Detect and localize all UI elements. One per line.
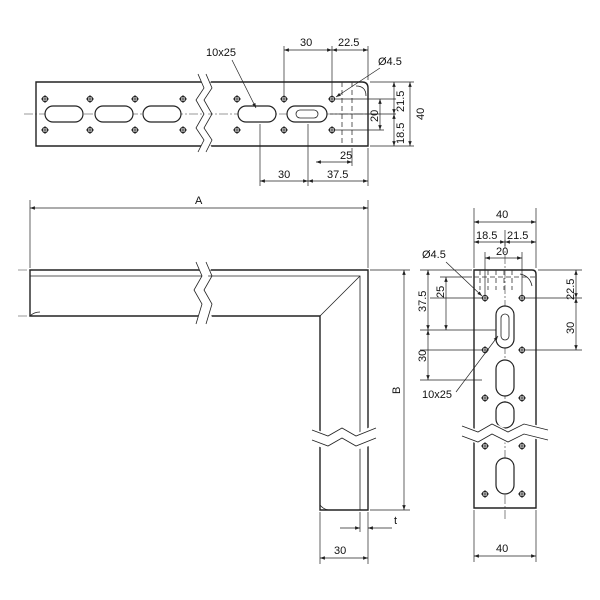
top-plate-outline — [35, 81, 369, 147]
side-dim-30-right-label: 30 — [565, 322, 577, 334]
slot — [94, 105, 134, 123]
top-dim-height-label: 40 — [415, 108, 427, 120]
side-view: 40 18.5 21.5 20 Ø4.5 25 37.5 30 22.5 — [417, 208, 582, 562]
top-dim-upper-label: 21.5 — [395, 91, 407, 112]
top-slot-label: 10x25 — [206, 47, 236, 59]
slot — [44, 105, 84, 123]
side-holes — [481, 294, 526, 498]
front-dim-height-label: B — [391, 387, 403, 394]
top-dim-offset-label: 25 — [340, 150, 352, 162]
side-dim-right-part-label: 21.5 — [507, 230, 528, 242]
side-hole-label: Ø4.5 — [422, 249, 446, 261]
top-dim-bottom-pitch-label: 30 — [278, 169, 290, 181]
slot — [495, 305, 515, 349]
slot — [495, 457, 515, 495]
front-bracket-outline — [29, 269, 369, 511]
side-slot-label: 10x25 — [422, 389, 452, 401]
front-view: A B 30 t — [18, 195, 410, 564]
top-view: 30 22.5 10x25 Ø4.5 40 21.5 18.5 20 25 30 — [24, 37, 427, 186]
side-dim-37-5-label: 37.5 — [417, 291, 429, 312]
front-dim-thickness-label: t — [394, 515, 397, 527]
top-dim-pitch-label: 30 — [300, 37, 312, 49]
top-slots — [44, 105, 328, 123]
side-dim-30-left-label: 30 — [417, 350, 429, 362]
top-dim-end-label: 22.5 — [338, 37, 359, 49]
slot — [237, 105, 277, 123]
side-dim-22-5-label: 22.5 — [565, 279, 577, 300]
front-dim-flange-label: 30 — [334, 545, 346, 557]
side-dim-left-part-label: 18.5 — [476, 230, 497, 242]
slot — [495, 359, 515, 397]
front-break-vertical — [311, 427, 377, 437]
slot — [286, 105, 328, 123]
front-dim-length-label: A — [195, 195, 203, 207]
top-break-line — [195, 73, 205, 153]
side-dim-25-label: 25 — [435, 286, 447, 298]
side-dim-width-bottom-label: 40 — [496, 543, 508, 555]
top-hole-label: Ø4.5 — [378, 56, 402, 68]
slot — [142, 105, 182, 123]
top-dim-lower-label: 18.5 — [395, 123, 407, 144]
top-holes — [41, 95, 336, 134]
top-dim-center-label: 20 — [369, 110, 381, 122]
side-dim-width-top-label: 40 — [496, 209, 508, 221]
side-dim-slot-width-label: 20 — [496, 246, 508, 258]
slot — [495, 401, 515, 429]
side-break-line — [461, 423, 549, 433]
front-break-horizontal — [193, 261, 203, 325]
top-dim-bottom-end-label: 37.5 — [327, 169, 348, 181]
